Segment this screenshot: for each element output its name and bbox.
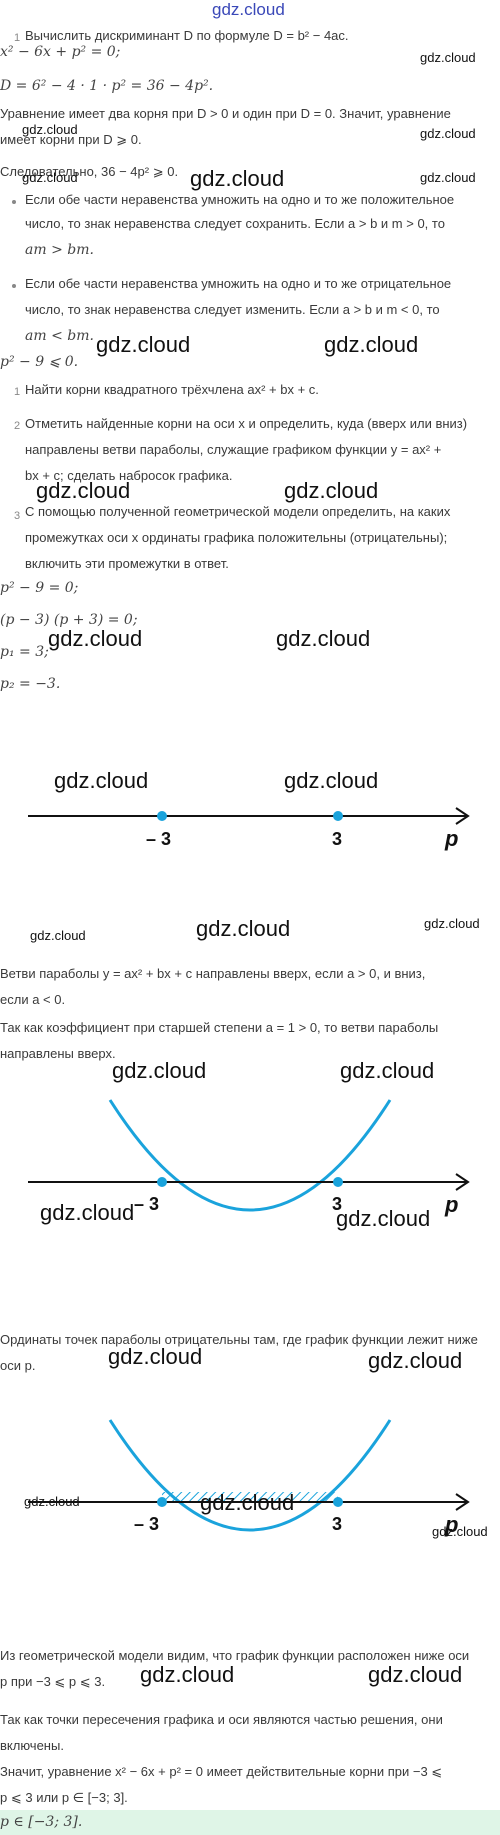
text-line: промежутках оси x ординаты графика полож… xyxy=(25,530,448,545)
text-line: Уравнение имеет два корня при D > 0 и од… xyxy=(0,106,451,121)
watermark: gdz.cloud xyxy=(424,916,480,931)
watermark: gdz.cloud xyxy=(284,768,379,793)
formula-line: p² − 9 = 0; xyxy=(0,580,79,596)
watermark: gdz.cloud xyxy=(108,1344,203,1369)
answer-box: p ∈ [−3; 3]. xyxy=(0,1810,500,1835)
watermark: gdz.cloud xyxy=(196,916,291,941)
axis-arrow-icon xyxy=(455,1493,470,1511)
text-line: число, то знак неравенства следует измен… xyxy=(25,302,440,317)
watermark: gdz.cloud xyxy=(24,1494,80,1509)
watermark: gdz.cloud xyxy=(36,478,131,503)
text-line: направлены вверх. xyxy=(0,1046,116,1061)
root-point-right xyxy=(333,1177,343,1187)
step-number: 2 xyxy=(14,420,21,432)
text-line: p при −3 ⩽ p ⩽ 3. xyxy=(0,1674,106,1689)
watermark: gdz.cloud xyxy=(22,122,78,137)
answer-text: p ∈ [−3; 3]. xyxy=(0,1814,83,1830)
parabola-curve xyxy=(108,1419,392,1532)
root-point-right xyxy=(333,811,343,821)
formula-line: p₁ = 3; xyxy=(0,644,49,660)
text-line: направлены ветви параболы, служащие граф… xyxy=(25,442,442,457)
text-line: Вычислить дискриминант D по формуле D = … xyxy=(25,28,349,43)
watermark: gdz.cloud xyxy=(324,332,419,357)
text-line: Значит, уравнение x² − 6x + p² = 0 имеет… xyxy=(0,1764,443,1779)
root-label-right: 3 xyxy=(332,829,342,849)
watermark: gdz.cloud xyxy=(96,332,191,357)
watermark: gdz.cloud xyxy=(30,928,86,943)
watermark: gdz.cloud xyxy=(420,50,476,65)
watermark: gdz.cloud xyxy=(420,126,476,141)
text-line: Из геометрической модели видим, что граф… xyxy=(0,1648,470,1663)
step-number: 3 xyxy=(14,510,21,522)
text-line: включить эти промежутки в ответ. xyxy=(25,556,229,571)
root-point-left xyxy=(157,1497,167,1507)
root-label-left: – 3 xyxy=(146,829,171,849)
parabola-curve xyxy=(108,1099,392,1212)
watermark: gdz.cloud xyxy=(40,1200,135,1225)
formula-line: (p − 3) (p + 3) = 0; xyxy=(0,612,138,628)
formula-line: x² − 6x + p² = 0; xyxy=(0,44,121,60)
formula-line: p² − 9 ⩽ 0. xyxy=(0,354,79,370)
text-line: Так как коэффициент при старшей степени … xyxy=(0,1020,439,1035)
watermark: gdz.cloud xyxy=(200,1490,295,1515)
text-line: Ветви параболы y = ax² + bx + c направле… xyxy=(0,966,426,981)
watermark: gdz.cloud xyxy=(22,170,78,185)
watermark: gdz.cloud xyxy=(420,170,476,185)
watermark: gdz.cloud xyxy=(276,626,371,651)
watermark: gdz.cloud xyxy=(48,626,143,651)
step-number: 1 xyxy=(14,386,21,398)
step-number: 1 xyxy=(14,32,21,44)
number-line-graph: – 3 3 p xyxy=(28,807,470,851)
text-line: Если обе части неравенства умножить на о… xyxy=(25,276,452,291)
text-line: Ординаты точек параболы отрицательны там… xyxy=(0,1332,478,1347)
solution-interval-hatch xyxy=(162,1492,338,1501)
text-line: число, то знак неравенства следует сохра… xyxy=(25,216,445,231)
text-line: bx + c; сделать набросок графика. xyxy=(25,468,233,483)
text-line: если a < 0. xyxy=(0,992,66,1007)
watermark: gdz.cloud xyxy=(284,478,379,503)
bullet xyxy=(12,200,16,204)
root-label-right: 3 xyxy=(332,1194,342,1214)
text-line: Если обе части неравенства умножить на о… xyxy=(25,192,455,207)
root-label-right: 3 xyxy=(332,1514,342,1534)
text-line: имеет корни при D ⩾ 0. xyxy=(0,132,142,147)
parabola-graph: – 3 3 p xyxy=(28,1099,470,1217)
text-line: Так как точки пересечения графика и оси … xyxy=(0,1712,443,1727)
text-line: p ⩽ 3 или p ∈ [−3; 3]. xyxy=(0,1790,128,1805)
watermark: gdz.cloud xyxy=(340,1058,435,1083)
watermark: gdz.cloud xyxy=(368,1348,463,1373)
axis-arrow-icon xyxy=(455,807,470,825)
text-line: Отметить найденные корни на оси x и опре… xyxy=(25,416,468,431)
text-line: оси p. xyxy=(0,1358,36,1373)
parabola-solution-graph: – 3 3 p xyxy=(28,1419,470,1537)
root-label-left: – 3 xyxy=(134,1514,159,1534)
axis-label: p xyxy=(444,826,458,851)
watermark: gdz.cloud xyxy=(54,768,149,793)
formula-line: am > bm. xyxy=(25,242,94,258)
watermark: gdz.cloud xyxy=(368,1662,463,1687)
text-line: С помощью полученной геометрической моде… xyxy=(25,504,451,519)
root-point-left xyxy=(157,1177,167,1187)
text-line: Следовательно, 36 − 4p² ⩾ 0. xyxy=(0,164,179,179)
watermark: gdz.cloud xyxy=(140,1662,235,1687)
formula-line: am < bm. xyxy=(25,328,94,344)
watermark: gdz.cloud xyxy=(336,1206,431,1231)
text-line: включены. xyxy=(0,1738,64,1753)
axis-label: p xyxy=(444,1192,458,1217)
root-label-left: – 3 xyxy=(134,1194,159,1214)
text-line: Найти корни квадратного трёхчлена ax² + … xyxy=(25,382,319,397)
watermark: gdz.cloud xyxy=(190,166,285,191)
root-point-left xyxy=(157,811,167,821)
bullet xyxy=(12,284,16,288)
root-point-right xyxy=(333,1497,343,1507)
header-watermark[interactable]: gdz.cloud xyxy=(212,0,285,19)
formula-line: p₂ = −3. xyxy=(0,676,61,692)
watermark: gdz.cloud xyxy=(112,1058,207,1083)
axis-label: p xyxy=(444,1512,458,1537)
axis-arrow-icon xyxy=(455,1173,470,1191)
watermark: gdz.cloud xyxy=(432,1524,488,1539)
formula-line: D = 6² − 4 · 1 · p² = 36 − 4p². xyxy=(0,78,214,94)
